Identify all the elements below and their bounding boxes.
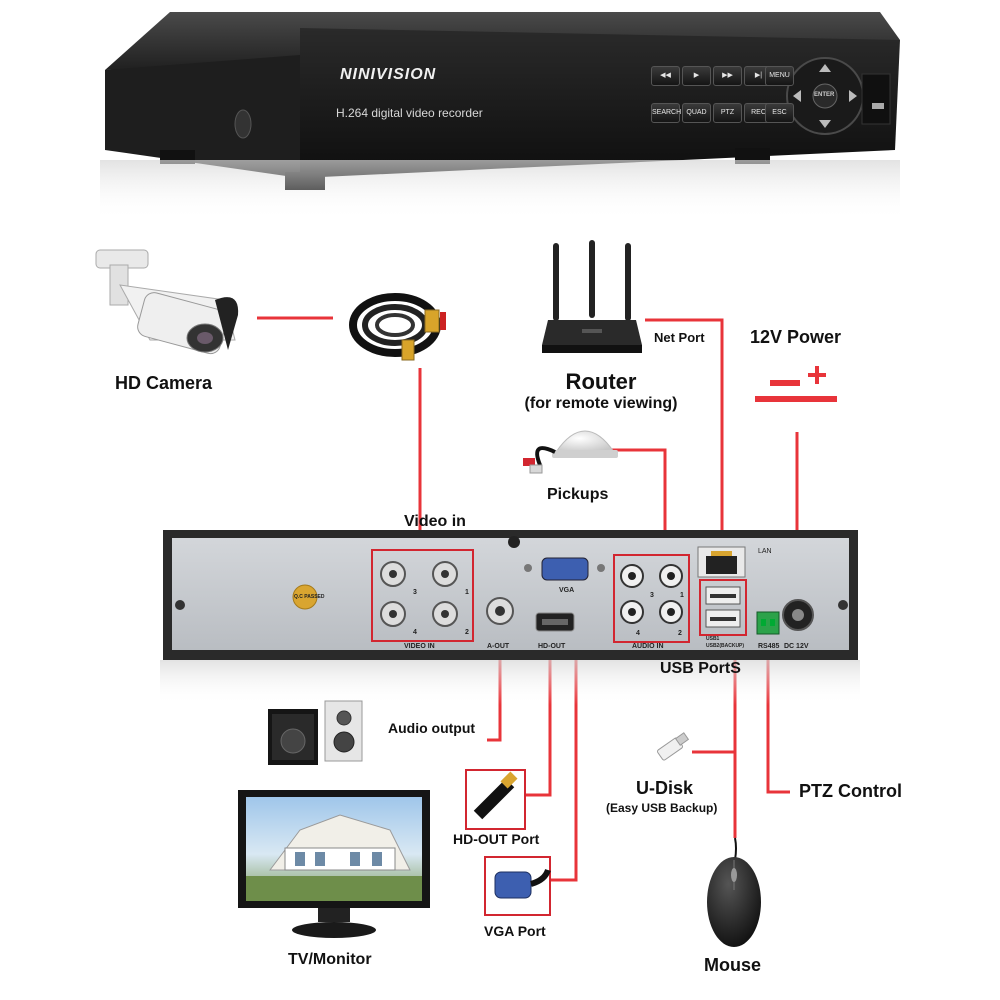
usb-ports-label: USB PortS (660, 660, 741, 677)
net-port-label: Net Port (654, 330, 705, 345)
router-label: Router (565, 369, 637, 394)
rs485-terminal (756, 611, 780, 635)
u-disk-illustration (657, 732, 690, 761)
vga-cable-illustration (484, 856, 551, 916)
dvr-dpad-center (812, 83, 838, 109)
dvr-side-vent (234, 109, 252, 139)
vga-port-label: VGA (559, 587, 575, 594)
usb1-port-label: USB1 (706, 636, 720, 642)
hd-out-port-callout: HD-OUT Port (453, 831, 540, 847)
front-button-esc[interactable]: ESC (765, 103, 794, 123)
dvr-reflection (100, 160, 900, 220)
line-router-to-lan (645, 318, 724, 548)
dvr-front-unit (100, 12, 900, 220)
dvr-side-face (105, 55, 300, 178)
router-sublabel: (for remote viewing) (524, 395, 678, 412)
pickup-microphone-illustration (523, 430, 618, 474)
audio-in-num-3: 3 (650, 592, 654, 599)
qc-label: Q.C PASSED (294, 594, 325, 600)
audio-output-label: Audio output (388, 720, 476, 736)
qc-sticker (292, 584, 318, 610)
mouse-label: Mouse (704, 955, 762, 975)
front-button-play[interactable]: ▶ (682, 66, 711, 86)
video-in-highlight (371, 549, 474, 642)
video-in-num-1: 1 (465, 589, 469, 596)
video-in-num-3: 3 (413, 589, 417, 596)
video-in-num-2: 2 (465, 629, 469, 636)
line-pickup-to-audio-in (612, 448, 667, 555)
dc-port-label: DC 12V (784, 643, 809, 650)
dvr-subtitle: H.264 digital video recorder (336, 106, 483, 120)
dvr-brand: NINIVISION (340, 66, 437, 83)
ptz-control-label: PTZ Control (799, 781, 902, 801)
front-button-menu[interactable]: MENU (765, 66, 794, 86)
tv-monitor-label: TV/Monitor (288, 951, 372, 968)
line-vga-to-port (550, 650, 578, 882)
bnc-cable-illustration (349, 293, 446, 361)
power-label: 12V Power (750, 327, 842, 347)
rs485-port-label: RS485 (758, 643, 780, 650)
front-button-forward[interactable]: ▶▶ (713, 66, 742, 86)
video-in-label: Video in (404, 513, 466, 530)
a-out-port-label: A-OUT (487, 643, 510, 650)
u-disk-label: U-Disk (636, 778, 694, 798)
front-button-rewind[interactable]: ◀◀ (651, 66, 680, 86)
front-button-quad[interactable]: QUAD (682, 103, 711, 123)
usb2-port-label: USB2(BACKUP) (706, 643, 745, 649)
video-in-port-label: VIDEO IN (404, 643, 435, 650)
hd-camera-illustration (95, 249, 239, 355)
dvr-back-panel (160, 530, 860, 705)
video-in-num-4: 4 (413, 629, 417, 636)
pickups-label: Pickups (547, 486, 609, 503)
lan-port-label: LAN (758, 548, 772, 555)
hdmi-cable-illustration (465, 769, 526, 830)
audio-in-port-label: AUDIO IN (632, 643, 664, 650)
audio-in-rca-ports (620, 564, 683, 624)
front-button-ptz[interactable]: PTZ (713, 103, 742, 123)
hd-camera-label: HD Camera (115, 373, 213, 393)
front-button-search[interactable]: SEARCH (651, 103, 681, 123)
tv-monitor-illustration (238, 790, 430, 938)
video-in-bnc-ports (380, 561, 458, 627)
vga-port (541, 557, 589, 581)
audio-in-num-1: 1 (680, 592, 684, 599)
u-disk-sublabel: (Easy USB Backup) (606, 801, 718, 815)
vga-port-callout: VGA Port (484, 923, 546, 939)
audio-in-highlight (613, 554, 690, 643)
usb-ports-highlight (699, 579, 747, 636)
dvr-front-face (300, 28, 900, 178)
back-panel-plate (172, 538, 849, 650)
hd-out-port-label: HD-OUT (538, 643, 566, 650)
audio-in-num-4: 4 (636, 630, 640, 637)
power-symbol (755, 366, 837, 402)
router-illustration (542, 240, 642, 353)
dpad-center-label: ENTER (814, 92, 835, 98)
audio-in-num-2: 2 (678, 630, 682, 637)
dvr-usb-bay (861, 73, 891, 125)
speakers-illustration (268, 700, 363, 765)
mouse-illustration (707, 837, 761, 947)
back-panel-reflection (160, 660, 860, 705)
